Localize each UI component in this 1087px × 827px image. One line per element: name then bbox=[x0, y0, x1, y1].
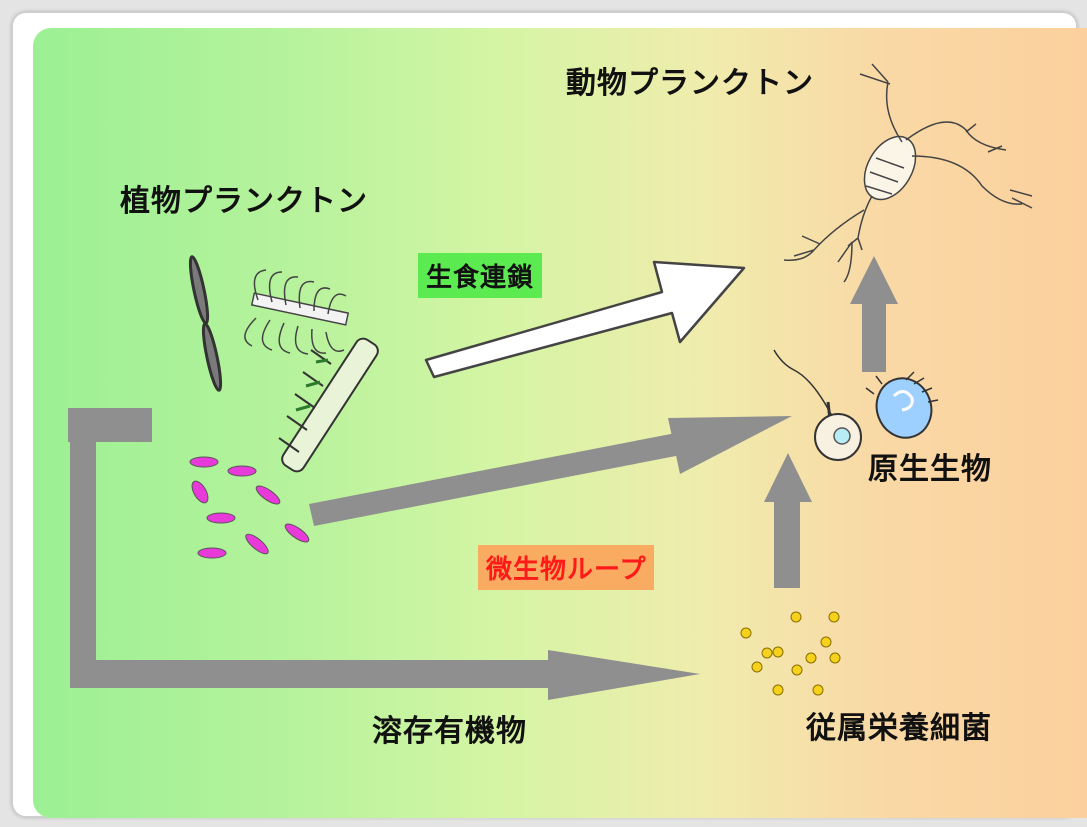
diatom-pair-icon bbox=[188, 255, 223, 392]
grazing-chain-label: 生食連鎖 bbox=[418, 253, 543, 298]
bacteria-to-protist-arrow bbox=[764, 453, 812, 588]
dissolved-organic-matter-label: 溶存有機物 bbox=[372, 714, 527, 749]
grazing-chain-arrow bbox=[424, 260, 746, 379]
pico-to-protist-arrow bbox=[309, 416, 792, 526]
pico-phytoplankton-icon bbox=[189, 456, 310, 559]
copepod-icon bbox=[783, 63, 1033, 283]
bacteria-icon bbox=[740, 611, 841, 696]
protists-label: 原生生物 bbox=[868, 452, 992, 487]
filament-diatom-icon bbox=[278, 337, 379, 473]
zooplankton-label: 動物プランクトン bbox=[566, 66, 814, 101]
phytoplankton-label: 植物プランクトン bbox=[120, 184, 368, 219]
ciliate-icon bbox=[865, 371, 939, 439]
microbial-loop-label: 微生物ループ bbox=[478, 545, 655, 590]
flagellate-icon bbox=[773, 349, 862, 461]
doc-flow-arrow bbox=[68, 408, 700, 700]
protist-to-zooplankton-arrow bbox=[850, 256, 898, 372]
heterotrophic-bacteria-label: 従属栄養細菌 bbox=[806, 711, 992, 746]
chain-diatom-icon bbox=[244, 269, 350, 355]
